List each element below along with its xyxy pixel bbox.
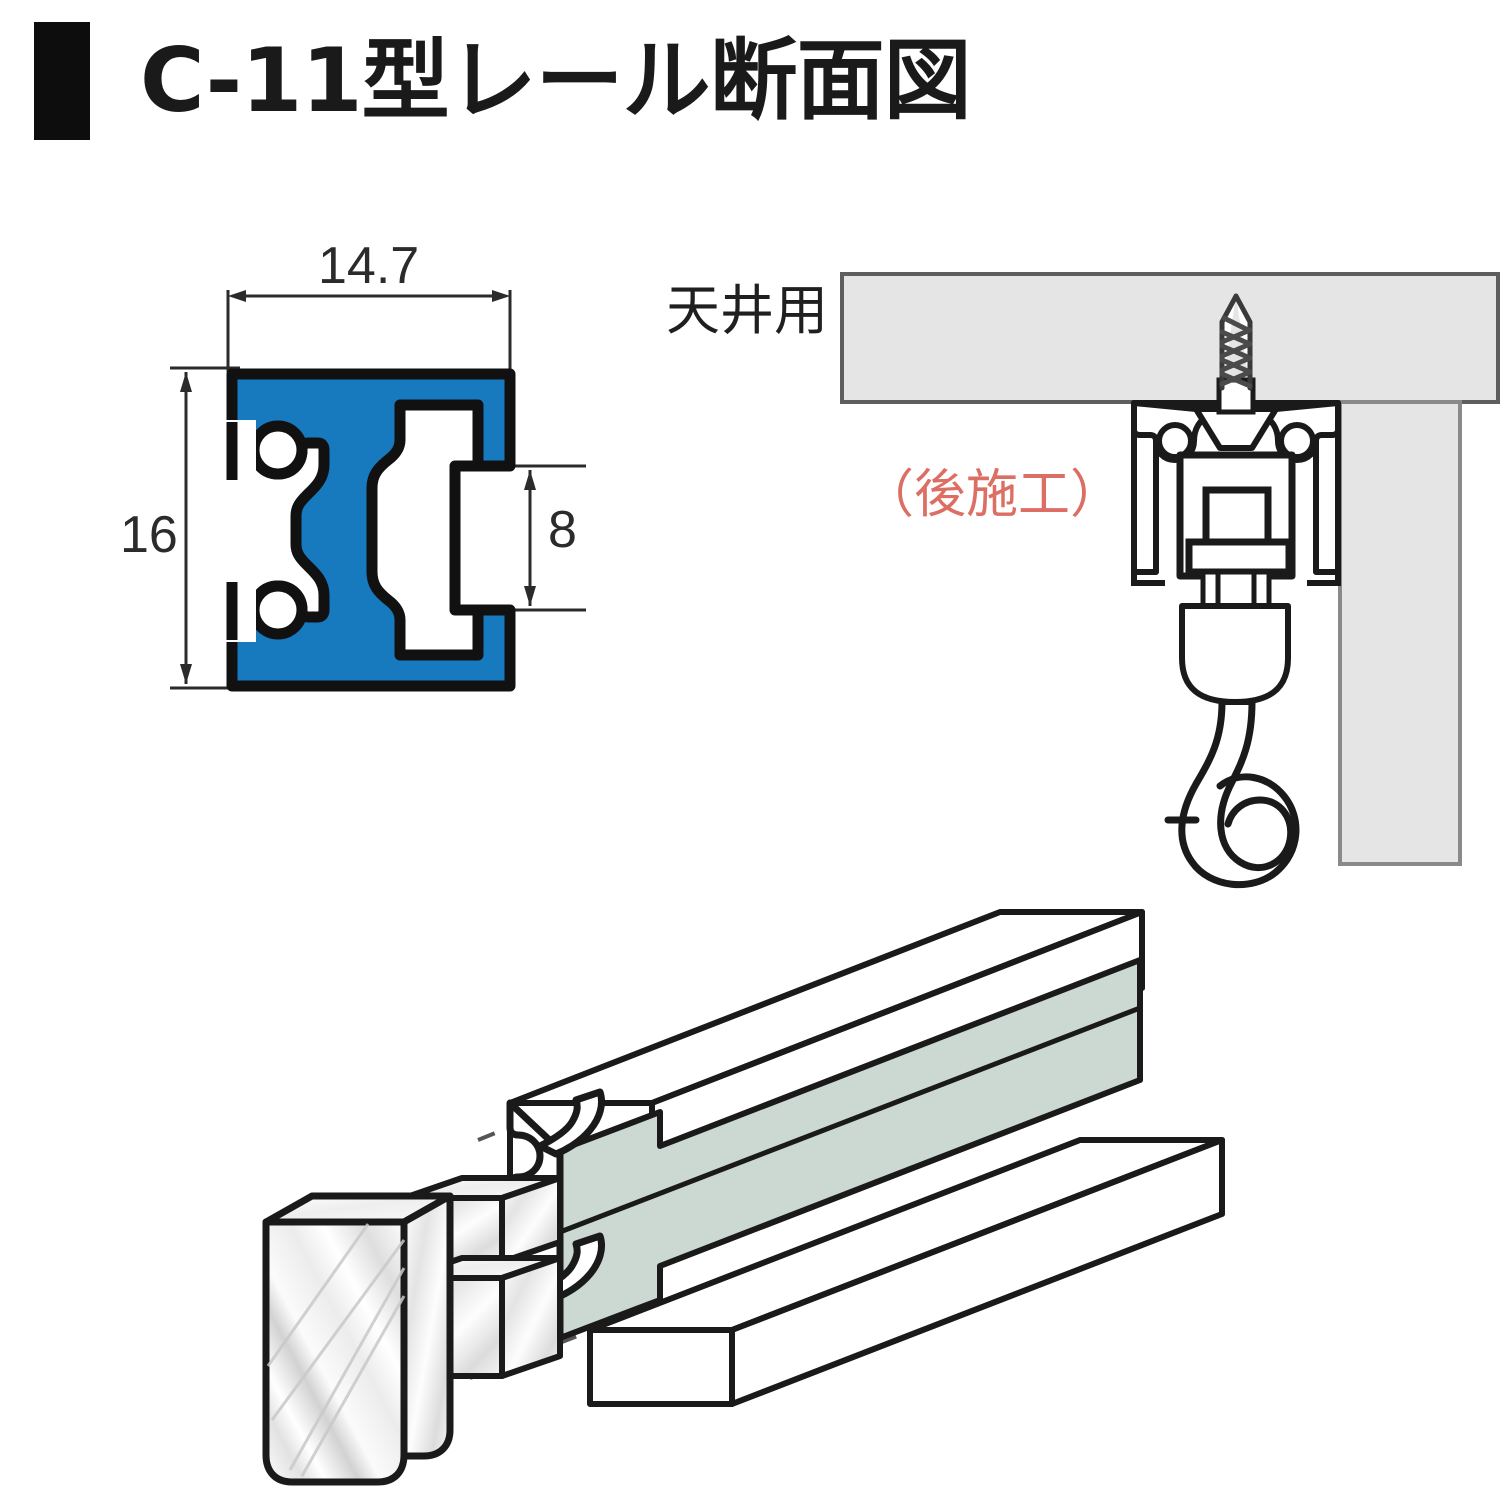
rail-side-walls xyxy=(1131,450,1341,586)
rail-lip-right xyxy=(1251,400,1341,463)
slider-inner-window xyxy=(1202,486,1272,546)
rail-profile-cavity xyxy=(366,399,484,661)
rail-lip-left xyxy=(1131,400,1221,463)
rail-top-flange-top xyxy=(507,909,1145,1106)
rail-end-profile xyxy=(506,1099,564,1342)
end-cap-boss-lower-top xyxy=(401,1255,563,1281)
rail-top-flange-side xyxy=(649,909,1145,1181)
dimension-label-width: 14.7 xyxy=(318,237,420,295)
ceiling-mount-detail xyxy=(840,272,1500,889)
slider-flange xyxy=(1185,538,1293,576)
rail-hook-lip-upper xyxy=(536,1088,606,1158)
bullet-square-icon xyxy=(34,22,90,140)
post-installation-note: （後施工） xyxy=(862,465,1123,525)
end-cap-boss-upper-top xyxy=(401,1175,563,1201)
mounted-rail-groove-left xyxy=(1156,422,1194,460)
screw-head-cone xyxy=(1193,406,1279,451)
drop-hook xyxy=(1178,698,1300,889)
page-title-row: C-11型レール断面図 xyxy=(34,22,972,140)
slider-body xyxy=(1176,451,1296,580)
end-cap-flange-top xyxy=(262,1192,454,1226)
drop-hook-inner xyxy=(1217,698,1295,871)
ceiling-use-label: 天井用 xyxy=(666,279,828,342)
rail-channel-fold xyxy=(559,1005,1141,1235)
isometric-assembly xyxy=(262,909,1225,1486)
assembly-guide-lines xyxy=(469,1048,707,1380)
rail-groove-upper xyxy=(248,420,308,480)
end-cap-boss-lower-side xyxy=(499,1255,563,1379)
rail-profile-outer xyxy=(226,368,516,692)
rail-shell xyxy=(1131,400,1341,586)
screw-shank xyxy=(1216,377,1256,415)
mounted-rail-profile xyxy=(1131,400,1341,575)
end-cap-boss-lower-front xyxy=(401,1275,505,1379)
end-cap-face xyxy=(262,1218,408,1486)
wall-panel xyxy=(1338,400,1462,866)
hook-bell-cup xyxy=(1179,603,1291,705)
wood-screw xyxy=(1219,293,1253,391)
end-cap-boss-upper-front xyxy=(401,1195,505,1265)
rail-cross-section-drawing xyxy=(170,290,586,692)
rail-hook-lip-lower xyxy=(536,1232,606,1302)
dimension-width xyxy=(226,290,512,372)
page-title: C-11型レール断面図 xyxy=(140,29,972,132)
rail-bottom-flange-front xyxy=(587,1327,735,1407)
rail-bottom-flange-side xyxy=(729,1137,1225,1407)
dimension-height xyxy=(170,366,240,690)
end-cap-gloss-streaks xyxy=(266,1223,406,1477)
rail-bottom-flange-top xyxy=(587,1137,1225,1333)
dimension-label-inner: 8 xyxy=(548,501,577,559)
rail-inner-channel xyxy=(557,957,1143,1341)
mounted-rail-groove-right xyxy=(1278,422,1316,460)
end-cap-boss-upper-side xyxy=(499,1175,563,1265)
ceiling-slab xyxy=(840,272,1500,404)
slider-stem xyxy=(1200,569,1272,609)
dimension-label-height: 16 xyxy=(120,506,178,564)
rail-top-flange-front xyxy=(507,1100,655,1181)
end-cap-face-side xyxy=(400,1192,454,1460)
rail-groove-lower xyxy=(248,580,308,640)
